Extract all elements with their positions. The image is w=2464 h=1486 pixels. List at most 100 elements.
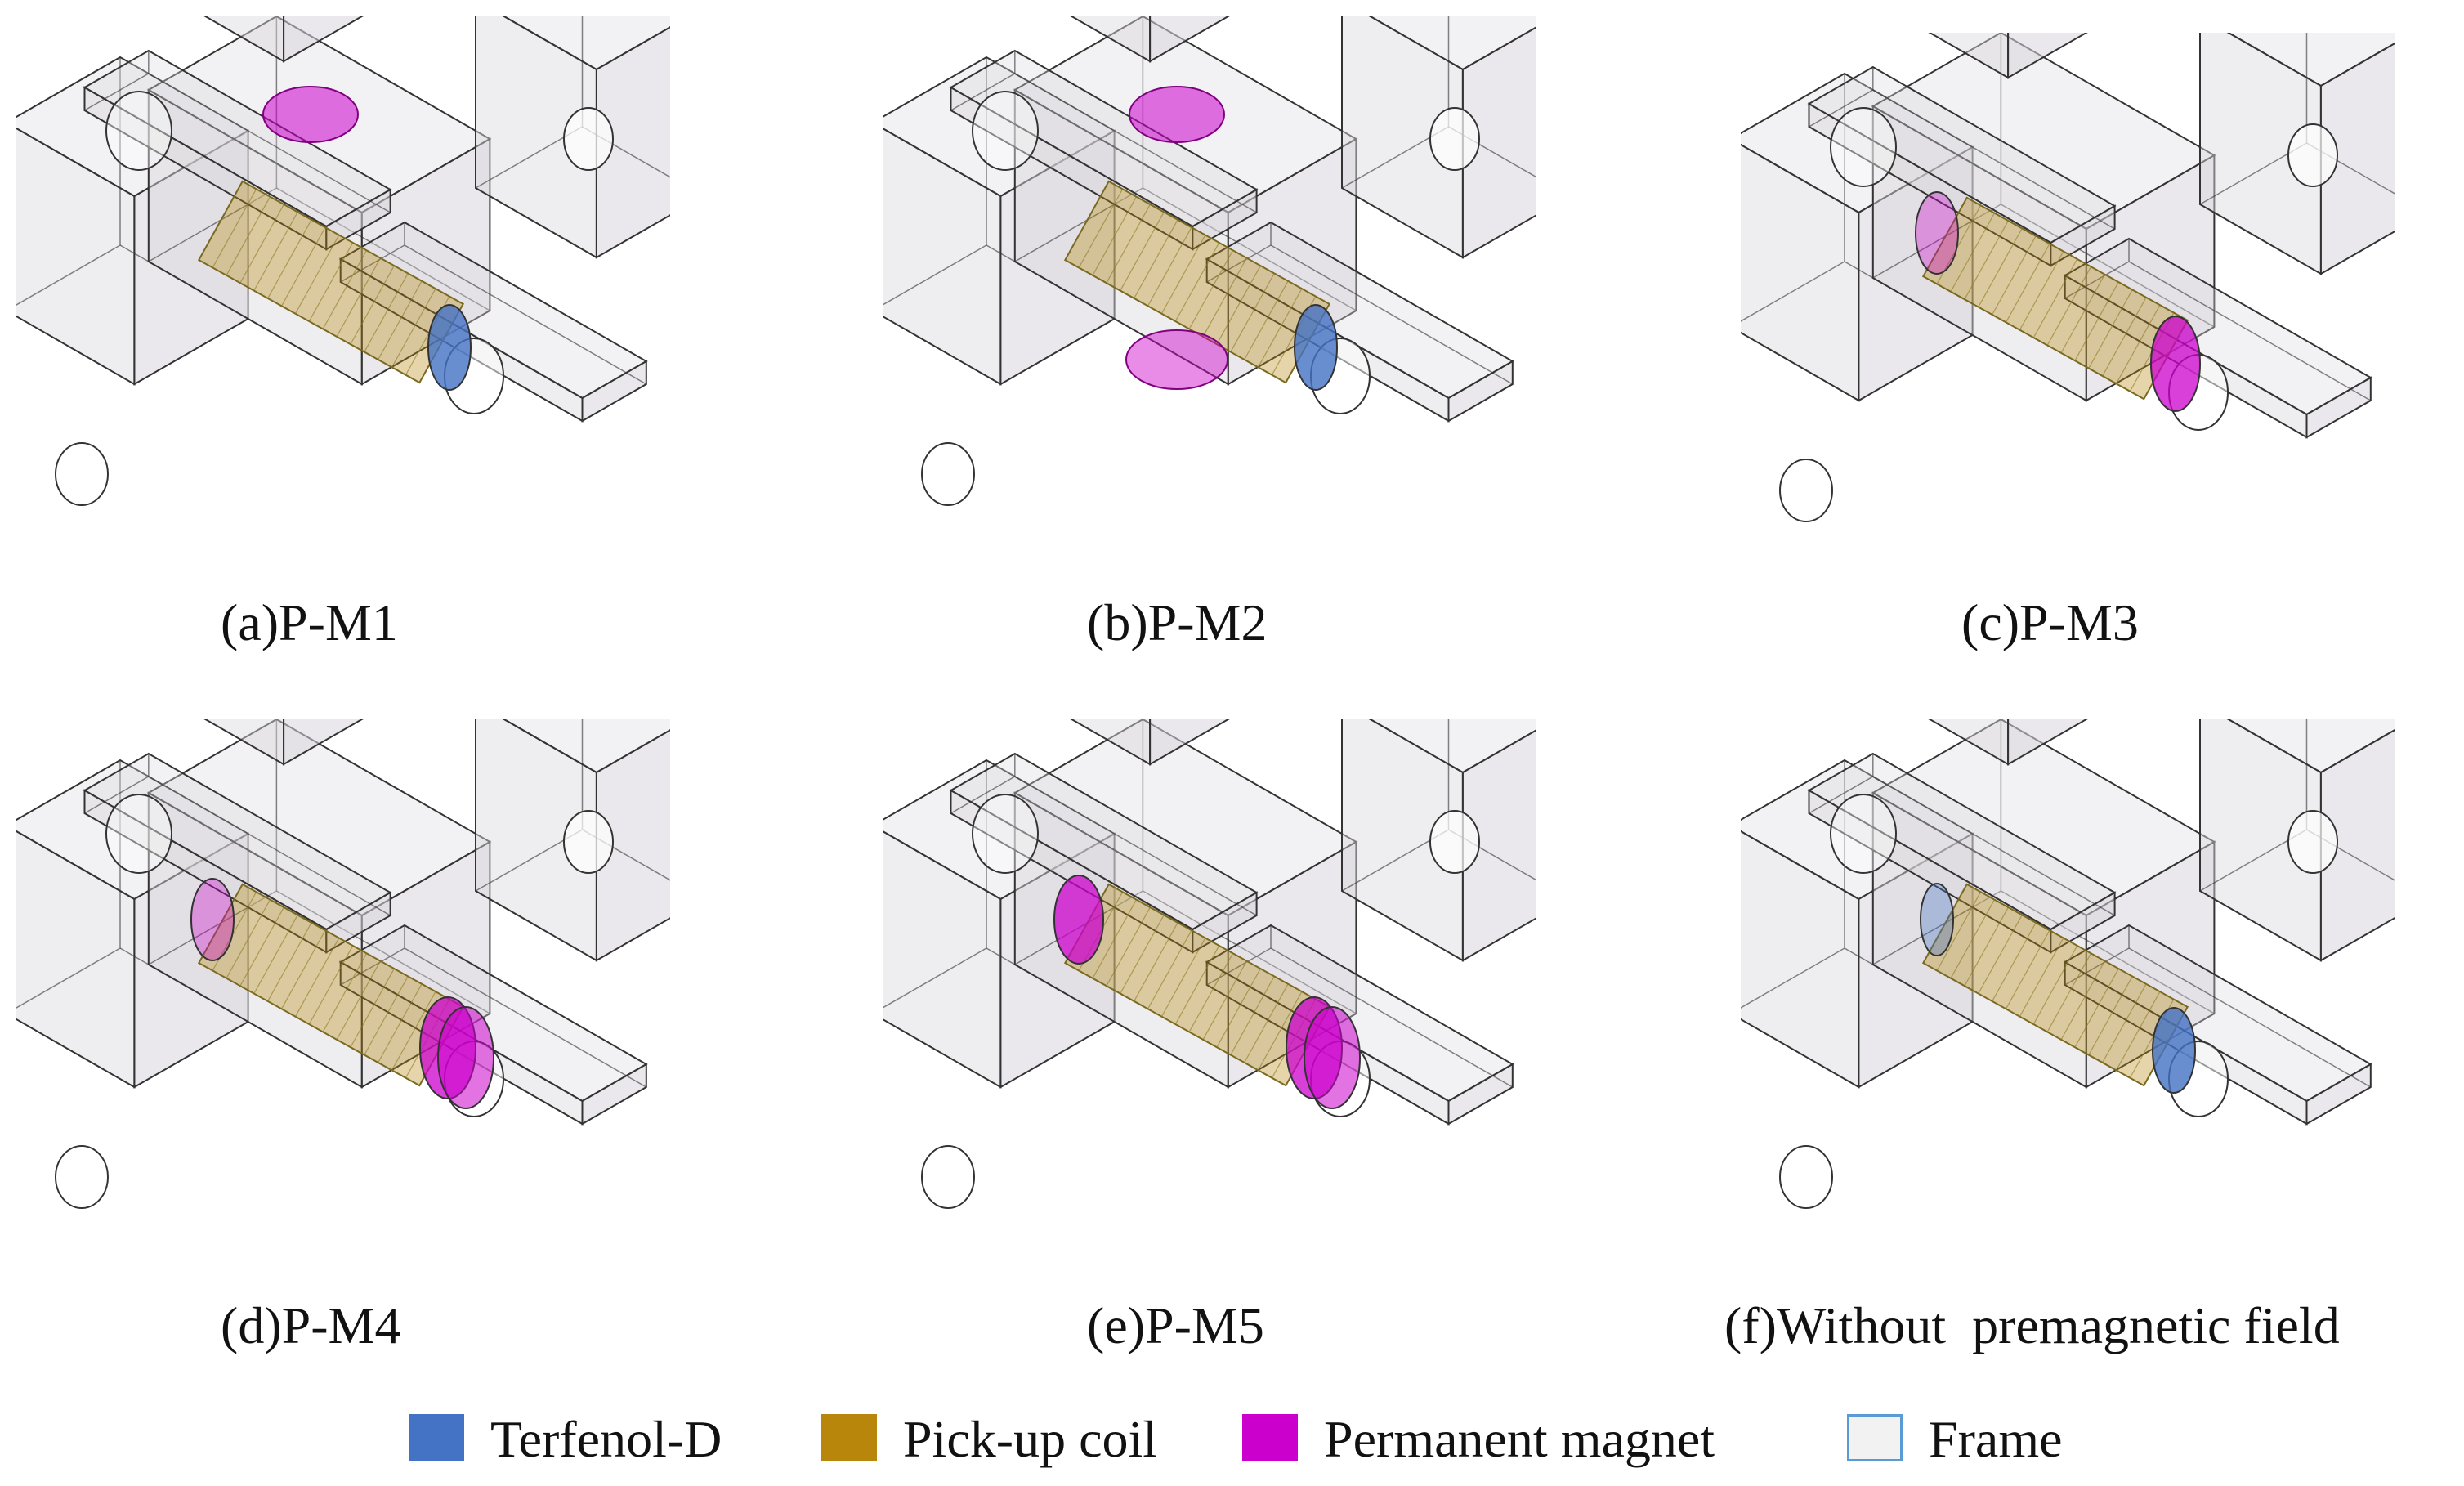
device-drawing <box>1741 719 2395 1209</box>
coil-winding <box>1964 220 2009 300</box>
coil-winding <box>364 273 409 352</box>
coil-winding <box>212 189 257 268</box>
coil-winding <box>2019 938 2064 1017</box>
coil-winding <box>2046 953 2092 1032</box>
coil-winding <box>1258 991 1303 1071</box>
legend: Terfenol-D Pick-up coil Permanent magnet… <box>409 1398 2207 1471</box>
box-side-face <box>283 719 364 766</box>
hole-ring <box>563 107 614 171</box>
coil-winding <box>267 219 312 299</box>
coil-winding <box>239 906 284 987</box>
coil-winding <box>1202 960 1247 1041</box>
legend-label-coil: Pick-up coil <box>903 1410 1158 1468</box>
box-side-face <box>2305 1063 2372 1126</box>
device-drawing <box>16 16 670 506</box>
box-hidden-edge <box>2001 204 2215 328</box>
device-drawing <box>16 719 670 1209</box>
frame-block-right <box>1341 16 1536 259</box>
coil-winding <box>1120 212 1165 291</box>
box-front-face <box>1070 16 1152 63</box>
coil-winding <box>2006 929 2050 1009</box>
device-group <box>883 16 1536 506</box>
frame-block-right <box>2199 33 2395 275</box>
hole-ring <box>2287 810 2338 874</box>
coil-winding <box>2116 991 2161 1071</box>
coil-winding <box>1188 953 1234 1032</box>
box-hidden-edge <box>2001 890 2215 1014</box>
coil-winding <box>2074 281 2119 361</box>
device-group <box>1741 33 2395 522</box>
terfenol-d-rod-end <box>1920 883 1954 956</box>
coil-winding <box>2102 983 2147 1063</box>
box-side-face <box>1447 1063 1514 1126</box>
panel-e-pm5 <box>883 719 1536 1242</box>
coil-winding <box>1950 899 1995 979</box>
hole-ring <box>972 794 1039 874</box>
magnet-swatch <box>1242 1414 1298 1461</box>
box-hidden-edge <box>2128 947 2372 1088</box>
coil-winding <box>1174 242 1220 322</box>
frame-block-upper <box>203 719 364 766</box>
hole-ring <box>55 1145 109 1209</box>
coil-winding <box>1092 196 1137 276</box>
frame-swatch <box>1847 1414 1903 1461</box>
box-hidden-edge <box>2128 261 2372 401</box>
frame-arm-plate <box>949 752 1259 954</box>
coil-winding <box>391 991 436 1071</box>
box-hidden-edge <box>1014 776 1257 916</box>
terfenol-d-rod-end <box>2152 1007 2196 1094</box>
box-side-face <box>2050 891 2116 954</box>
box-hidden-edge <box>148 73 391 213</box>
box-side-face <box>2050 204 2116 267</box>
box-side-face <box>2007 719 2088 766</box>
terfenol-d-rod-end <box>427 304 472 391</box>
coil-winding <box>2019 251 2064 330</box>
permanent-magnet <box>1304 1006 1361 1109</box>
panel-a-pm1 <box>16 16 670 539</box>
hole-ring <box>55 442 109 506</box>
coil-winding <box>308 242 354 322</box>
coil-winding <box>1216 968 1261 1048</box>
box-hidden-edge <box>276 890 490 1014</box>
coil-winding <box>322 953 368 1032</box>
box-front-face <box>1928 33 2010 79</box>
coil-winding <box>294 235 340 314</box>
coil-winding <box>267 922 312 1002</box>
device-group <box>16 719 670 1209</box>
coil-winding <box>2060 274 2105 354</box>
device-drawing <box>1741 33 2395 522</box>
caption-b: (b)P-M2 <box>1087 593 1268 651</box>
box-hidden-edge <box>1014 73 1257 213</box>
box-side-face <box>1447 360 1514 423</box>
coil-winding <box>1964 906 2009 987</box>
box-hidden-edge <box>1270 947 1514 1088</box>
panel-c-pm3 <box>1741 33 2395 556</box>
box-side-face <box>1149 719 1230 766</box>
device-drawing <box>883 719 1536 1209</box>
coil-winding <box>1078 189 1124 268</box>
frame-arm-plate <box>1807 752 2117 954</box>
box-side-face <box>283 16 364 63</box>
legend-label-terfenol: Terfenol-D <box>490 1410 722 1468</box>
coil-winding <box>2006 243 2050 323</box>
hole-ring <box>1830 107 1897 187</box>
box-hidden-edge <box>148 776 391 916</box>
coil-winding <box>226 899 271 979</box>
hole-ring <box>1830 794 1897 874</box>
frame-block-upper <box>1070 719 1230 766</box>
caption-d: (d)P-M4 <box>221 1296 401 1354</box>
box-hidden-edge <box>1872 719 2002 965</box>
terfenol-swatch <box>409 1414 464 1461</box>
coil-winding <box>1147 226 1192 307</box>
box-hidden-edge <box>1872 89 2115 230</box>
box-side-face <box>1149 16 1230 63</box>
coil-winding <box>2088 976 2133 1055</box>
caption-f: (f)Without premagnetic field <box>1724 1296 2340 1354</box>
permanent-magnet <box>1129 86 1225 143</box>
device-group <box>1741 719 2395 1209</box>
frame-arm-plate <box>1807 65 2117 267</box>
frame-block-upper <box>1928 719 2088 766</box>
coil-winding <box>378 983 423 1063</box>
permanent-magnet <box>1915 191 1959 275</box>
frame-block-right <box>475 16 670 259</box>
